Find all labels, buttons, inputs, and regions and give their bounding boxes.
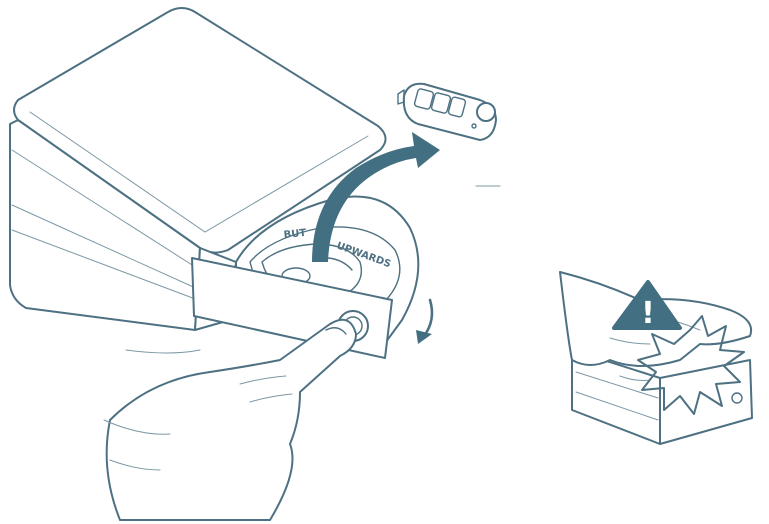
car-key-fob-icon <box>397 82 497 141</box>
pinch-burst-icon <box>637 315 745 415</box>
tray-label-but: BUT <box>283 228 307 241</box>
warning-symbol: ! <box>641 296 655 331</box>
warning-triangle-icon: ! <box>612 280 682 331</box>
pinch-warning-vignette: ! <box>559 271 753 445</box>
rotate-arrow-icon <box>416 298 434 344</box>
arrow-up-icon <box>312 132 440 262</box>
pressing-hand <box>103 318 357 521</box>
